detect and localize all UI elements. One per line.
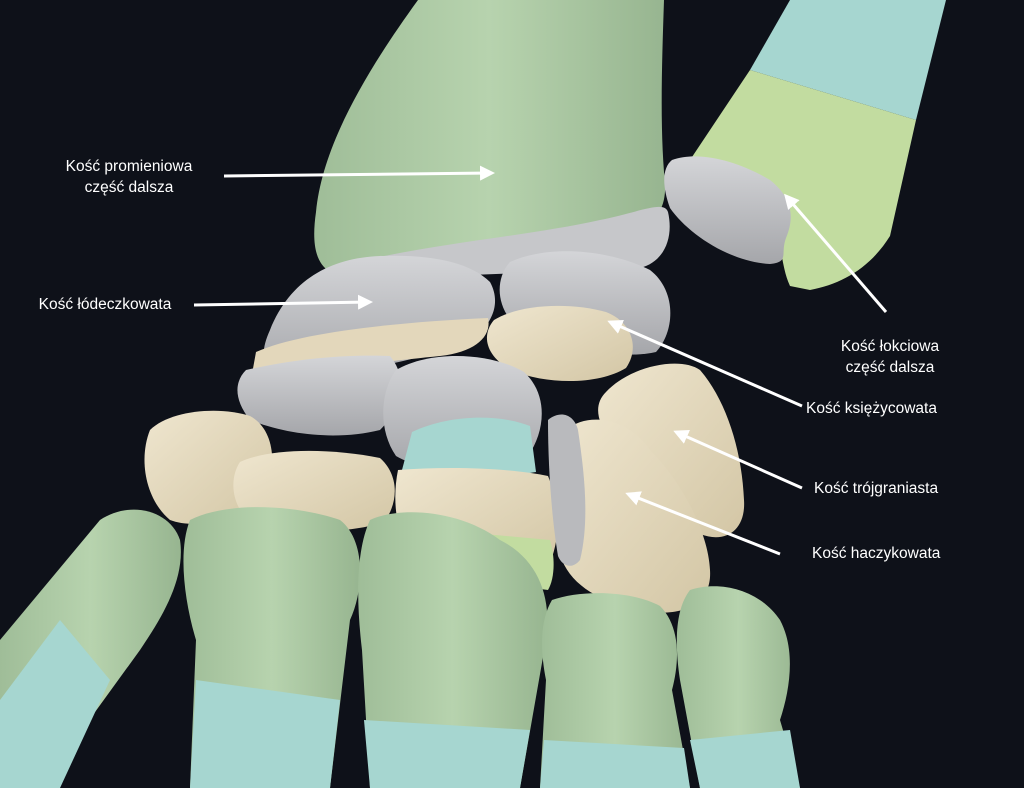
ulna-shaft	[750, 0, 946, 120]
triquetrum-label: Kość trójgraniasta	[814, 478, 994, 499]
metacarpal-5-teal	[690, 730, 800, 788]
triquetrum-label-line1: Kość trójgraniasta	[814, 480, 939, 497]
metacarpal-3	[358, 512, 548, 788]
radius-label-line1: Kość promieniowa	[65, 158, 193, 175]
scaphoid-arrow	[193, 294, 373, 310]
lunate-label: Kość księżycowata	[806, 398, 986, 419]
lunate-arrow	[607, 319, 803, 408]
lunate-label-line1: Kość księżycowata	[806, 400, 937, 417]
metacarpal-2-teal	[190, 680, 340, 788]
scaphoid-lower	[237, 355, 401, 436]
triquetrum-arrow	[673, 430, 803, 490]
triquetrum-bone	[598, 363, 745, 538]
radius-arrow	[223, 165, 495, 181]
scaphoid-label-line1: Kość łódeczkowata	[38, 296, 172, 313]
metacarpal-4	[540, 593, 690, 788]
hamate-bone	[554, 419, 711, 613]
radius-label-line2: część dalsza	[84, 179, 174, 196]
ulna-label-line1: Kość łokciowa	[840, 338, 940, 355]
metacarpal-3-teal	[364, 720, 530, 788]
hamate-arrow	[625, 491, 781, 556]
ulna-band	[690, 70, 916, 290]
ulna-label-line2: część dalsza	[845, 359, 935, 376]
ulna-label: Kość łokciowa część dalsza	[820, 336, 960, 378]
metacarpal-1-teal	[0, 620, 110, 788]
scaphoid-label: Kość łódeczkowata	[20, 294, 190, 315]
capitate-teal	[402, 417, 536, 477]
lunate-facet	[486, 305, 633, 382]
radius-bone	[314, 0, 666, 272]
hamate-label-line1: Kość haczykowata	[812, 545, 941, 562]
radius-label: Kość promieniowa część dalsza	[38, 156, 220, 198]
ulna-arrow	[784, 193, 888, 313]
metacarpal-4-teal	[540, 740, 690, 788]
hamate-label: Kość haczykowata	[812, 543, 992, 564]
ulna-head	[664, 156, 791, 264]
hamate-hook	[548, 414, 586, 566]
